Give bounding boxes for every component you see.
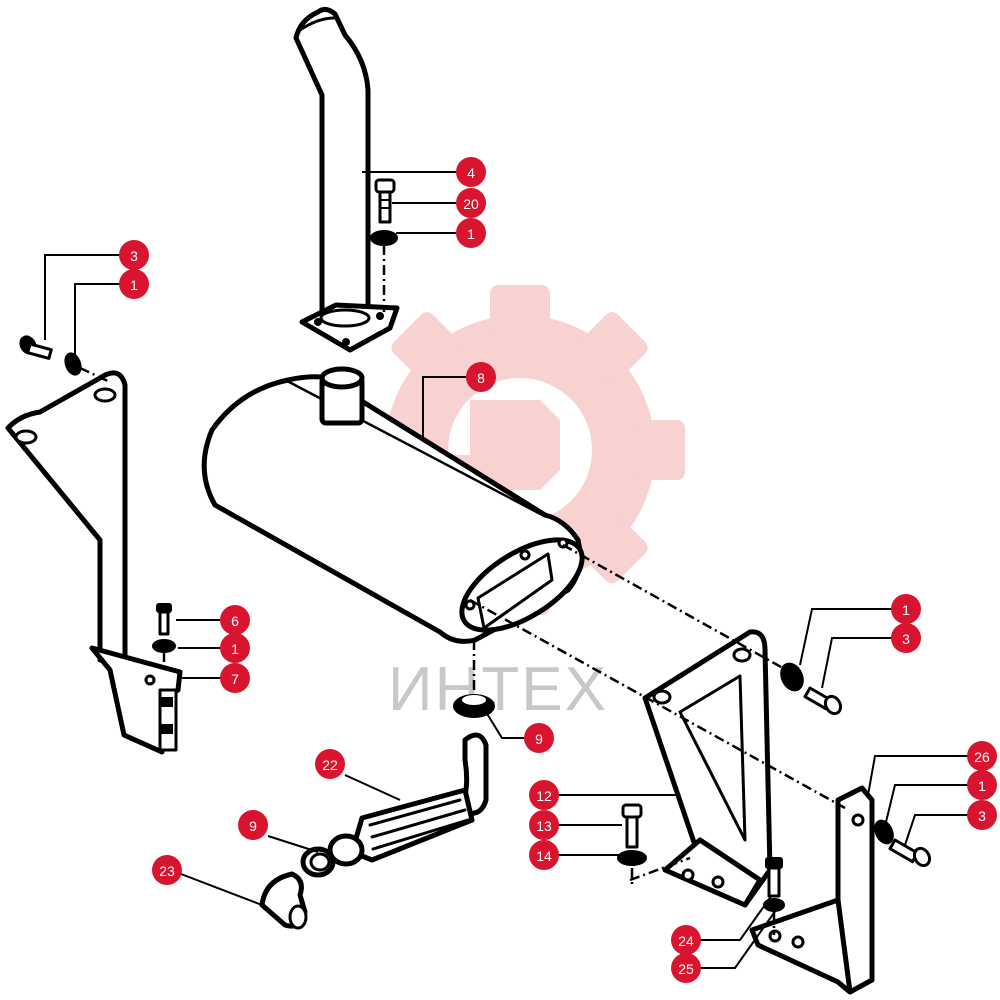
callout-1-far-right: 1 (967, 770, 997, 800)
callout-badge (315, 749, 345, 779)
callout-badge (891, 594, 921, 624)
callout-number: 3 (902, 631, 910, 647)
callout-number: 9 (249, 818, 257, 834)
callout-badge (456, 157, 486, 187)
muffler (201, 366, 585, 644)
callout-badge (220, 633, 250, 663)
callout-number: 1 (467, 226, 475, 242)
callout-9-right: 9 (524, 723, 554, 753)
right-bracket (642, 629, 773, 908)
far-right-bolt (874, 819, 932, 868)
callout-1-top: 1 (456, 218, 486, 248)
callout-3-right: 3 (891, 623, 921, 653)
callout-14: 14 (529, 840, 559, 870)
far-right-bracket (749, 785, 875, 995)
callout-badge (456, 188, 486, 218)
assembly-axes (469, 543, 846, 882)
callout-9-left: 9 (238, 810, 268, 840)
callout-6: 6 (220, 605, 250, 635)
clamp-upper (453, 640, 495, 718)
callout-number: 3 (130, 248, 138, 264)
callout-badge (119, 240, 149, 270)
elbow-pipe (259, 871, 308, 930)
left-lower-bolt (152, 603, 176, 670)
callout-13: 13 (529, 810, 559, 840)
callout-badge (529, 810, 559, 840)
watermark-text: ИНТЕХ (388, 655, 608, 724)
callout-badge (967, 741, 997, 771)
callout-number: 1 (902, 602, 910, 618)
callout-number: 26 (974, 749, 990, 765)
callout-number: 7 (231, 671, 239, 687)
exhaust-pipe (293, 6, 400, 353)
callout-badge (967, 770, 997, 800)
callout-badge (529, 780, 559, 810)
callout-number: 1 (231, 641, 239, 657)
callout-8: 8 (466, 362, 496, 392)
callout-12: 12 (529, 780, 559, 810)
right-mid-bolt (780, 662, 843, 716)
callout-number: 9 (535, 731, 543, 747)
callout-badge (119, 269, 149, 299)
callout-badge (529, 840, 559, 870)
callout-number: 24 (678, 933, 694, 949)
callout-number: 3 (978, 808, 986, 824)
callout-badge (891, 623, 921, 653)
callout-20-top: 20 (456, 188, 486, 218)
callout-number: 22 (322, 757, 338, 773)
callout-badge (220, 663, 250, 693)
callout-1-left: 1 (119, 269, 149, 299)
top-mounting-bolt (370, 178, 398, 312)
callout-number: 12 (536, 788, 552, 804)
callout-number: 23 (159, 863, 175, 879)
callout-23: 23 (152, 855, 182, 885)
callout-number: 20 (463, 196, 479, 212)
left-bracket (5, 370, 183, 755)
callout-3-left: 3 (119, 240, 149, 270)
leader-lines (44, 171, 968, 969)
callout-badge (456, 218, 486, 248)
callout-number: 13 (536, 818, 552, 834)
callout-badge (671, 953, 701, 983)
callout-badge (466, 362, 496, 392)
callout-number: 14 (536, 848, 552, 864)
callout-22: 22 (315, 749, 345, 779)
clamp-lower (300, 846, 336, 878)
callout-number: 1 (130, 277, 138, 293)
callout-number: 4 (467, 165, 475, 181)
callout-3-far-right: 3 (967, 800, 997, 830)
callout-number: 25 (678, 961, 694, 977)
callout-badge (967, 800, 997, 830)
callout-1-right: 1 (891, 594, 921, 624)
callout-badge (524, 723, 554, 753)
left-top-bolt (19, 335, 111, 384)
callout-badge (238, 810, 268, 840)
callout-26: 26 (967, 741, 997, 771)
callout-badge (152, 855, 182, 885)
callout-badge (220, 605, 250, 635)
callout-7: 7 (220, 663, 250, 693)
callout-4-top: 4 (456, 157, 486, 187)
callout-1-left-low: 1 (220, 633, 250, 663)
callout-number: 8 (477, 370, 485, 386)
flex-hose (327, 732, 489, 867)
callout-25: 25 (671, 953, 701, 983)
callout-24: 24 (671, 925, 701, 955)
callout-number: 6 (231, 613, 239, 629)
callout-badge (671, 925, 701, 955)
right-bracket-bolt (617, 803, 647, 888)
callout-number: 1 (978, 778, 986, 794)
